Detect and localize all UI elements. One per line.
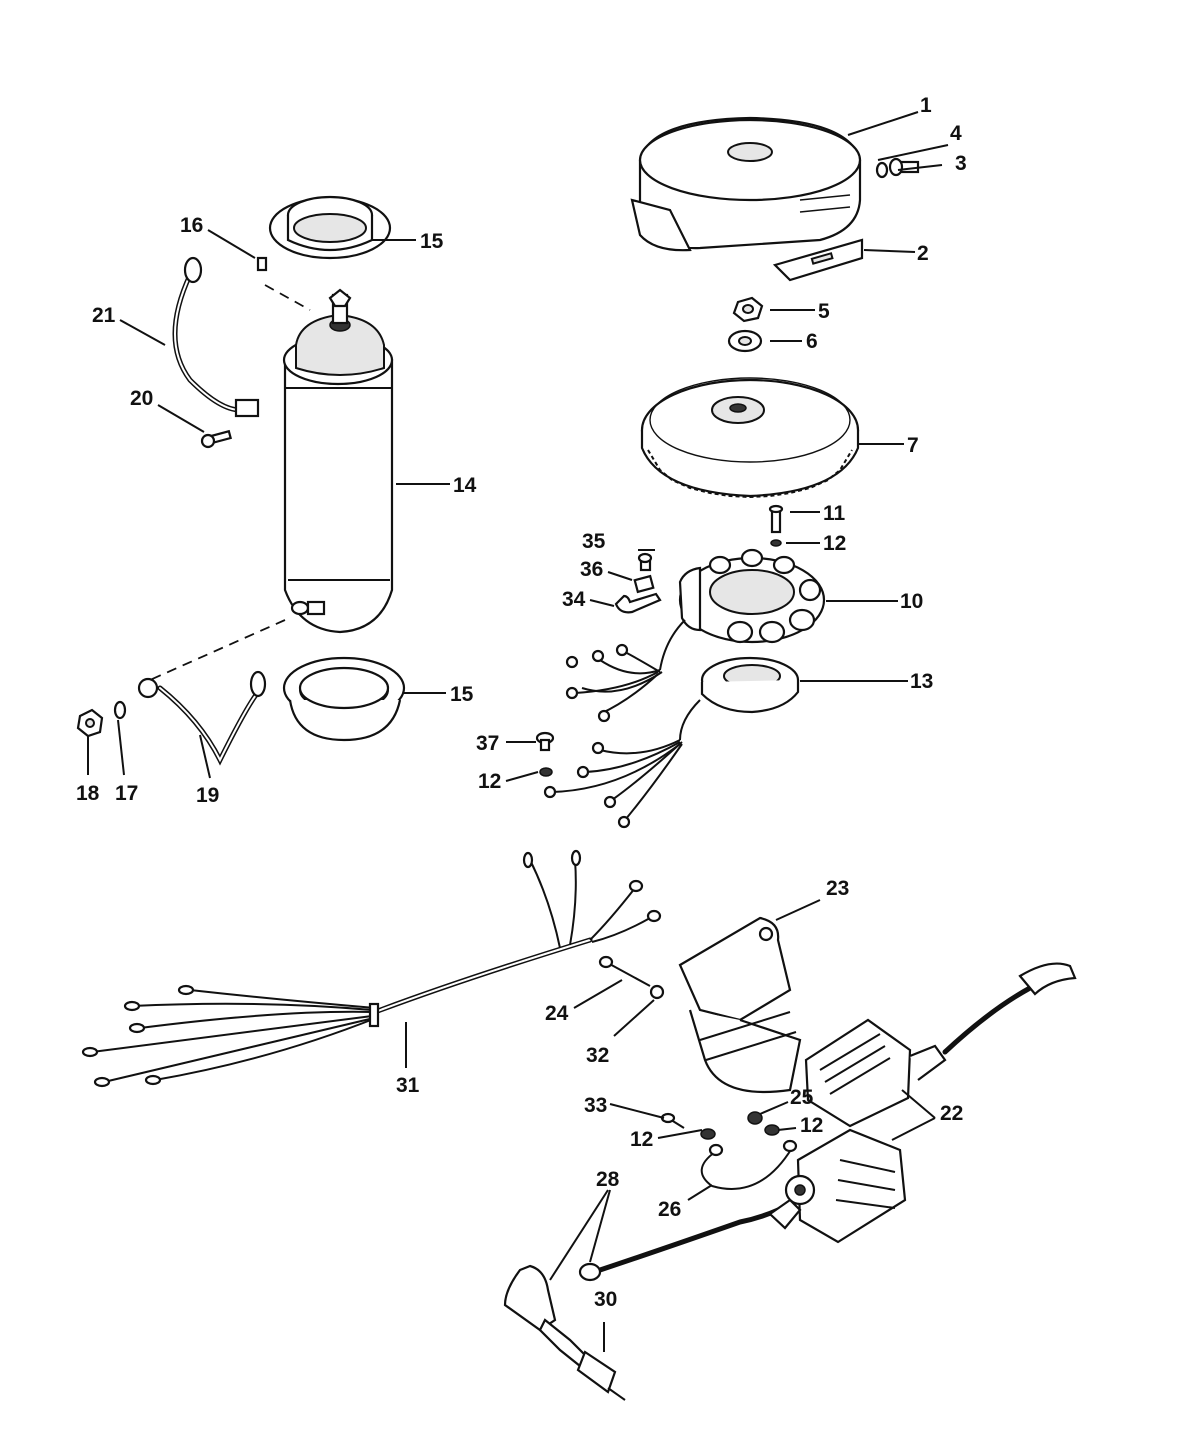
callout-13: 13	[910, 670, 933, 693]
callout-26: 26	[658, 1198, 681, 1221]
wiring-harness	[81, 849, 662, 1088]
cover-screw	[888, 157, 920, 177]
starter-motor	[282, 288, 394, 634]
bracket-bolt	[598, 955, 651, 987]
callout-12-coil-left: 12	[630, 1128, 653, 1151]
ignition-coil-upper	[804, 962, 1077, 1128]
starter-cable	[172, 256, 260, 418]
callout-18: 18	[76, 782, 100, 805]
cable-bolt	[200, 429, 233, 449]
coil-bracket	[678, 916, 802, 1094]
high-tension-lead	[578, 1198, 802, 1282]
callout-10: 10	[900, 590, 923, 613]
callout-15-lower: 15	[450, 683, 474, 706]
callout-20: 20	[130, 387, 153, 410]
callout-32: 32	[586, 1044, 609, 1067]
coil-lockwasher-right	[764, 1124, 780, 1136]
assembly-guide-line	[149, 619, 286, 681]
leader-lines	[87, 111, 949, 1352]
callout-4: 4	[950, 122, 962, 145]
callout-19: 19	[196, 784, 219, 807]
callout-labels: 1 4 3 2 5 6 7 11 12 10 13 35 36 34 37 12…	[76, 94, 967, 1311]
coil-lockwasher-left	[700, 1128, 716, 1140]
callout-35: 35	[582, 530, 606, 553]
flywheel-cover	[630, 116, 862, 252]
cover-washer	[875, 161, 889, 179]
callout-17: 17	[115, 782, 138, 805]
callout-37: 37	[476, 732, 499, 755]
spark-plug-boot	[503, 1264, 557, 1332]
cover-plate	[772, 238, 864, 282]
coil-screw	[660, 1112, 685, 1129]
clamp-screw	[637, 552, 653, 572]
callout-11: 11	[823, 502, 846, 525]
upper-collar	[268, 195, 392, 260]
callout-1: 1	[920, 94, 932, 117]
starter-clip	[256, 256, 268, 272]
callout-14: 14	[453, 474, 477, 497]
flywheel-washer	[727, 329, 763, 353]
callout-15-upper: 15	[420, 230, 444, 253]
stator	[659, 548, 826, 671]
ground-strap	[700, 1139, 798, 1190]
flywheel-nut	[732, 296, 764, 323]
stator-leads	[565, 643, 663, 723]
stator-lockwasher	[770, 539, 782, 547]
coil-nut	[747, 1111, 763, 1125]
trigger	[543, 656, 800, 829]
callout-5: 5	[818, 300, 830, 323]
spark-plug	[538, 1318, 626, 1401]
callout-7: 7	[907, 434, 919, 457]
ground-cable	[137, 670, 267, 766]
callout-6: 6	[806, 330, 818, 353]
callout-12-coil-right: 12	[800, 1114, 823, 1137]
callout-16: 16	[180, 214, 203, 237]
callout-30: 30	[594, 1288, 617, 1311]
trigger-lockwasher	[539, 767, 553, 777]
lower-collar	[282, 656, 406, 742]
callout-2: 2	[917, 242, 929, 265]
wire-clamp	[614, 592, 662, 614]
callout-25: 25	[790, 1086, 814, 1109]
callout-28: 28	[596, 1168, 620, 1191]
ignition-coil-lower	[784, 1128, 907, 1244]
trigger-screw	[535, 731, 555, 752]
flywheel	[640, 377, 860, 499]
callout-22: 22	[940, 1102, 963, 1125]
callout-24: 24	[545, 1002, 569, 1025]
callout-23: 23	[826, 877, 849, 900]
bracket-washer	[649, 984, 665, 1000]
callout-12-trigger: 12	[478, 770, 501, 793]
clamp-plate	[633, 574, 655, 594]
callout-34: 34	[562, 588, 586, 611]
callout-21: 21	[92, 304, 116, 327]
callout-36: 36	[580, 558, 603, 581]
callout-31: 31	[396, 1074, 420, 1097]
callout-3: 3	[955, 152, 967, 175]
stator-screw	[768, 504, 784, 534]
ground-lockwasher	[113, 700, 127, 720]
ground-nut	[76, 708, 104, 738]
callout-12-stator: 12	[823, 532, 846, 555]
callout-33: 33	[584, 1094, 607, 1117]
